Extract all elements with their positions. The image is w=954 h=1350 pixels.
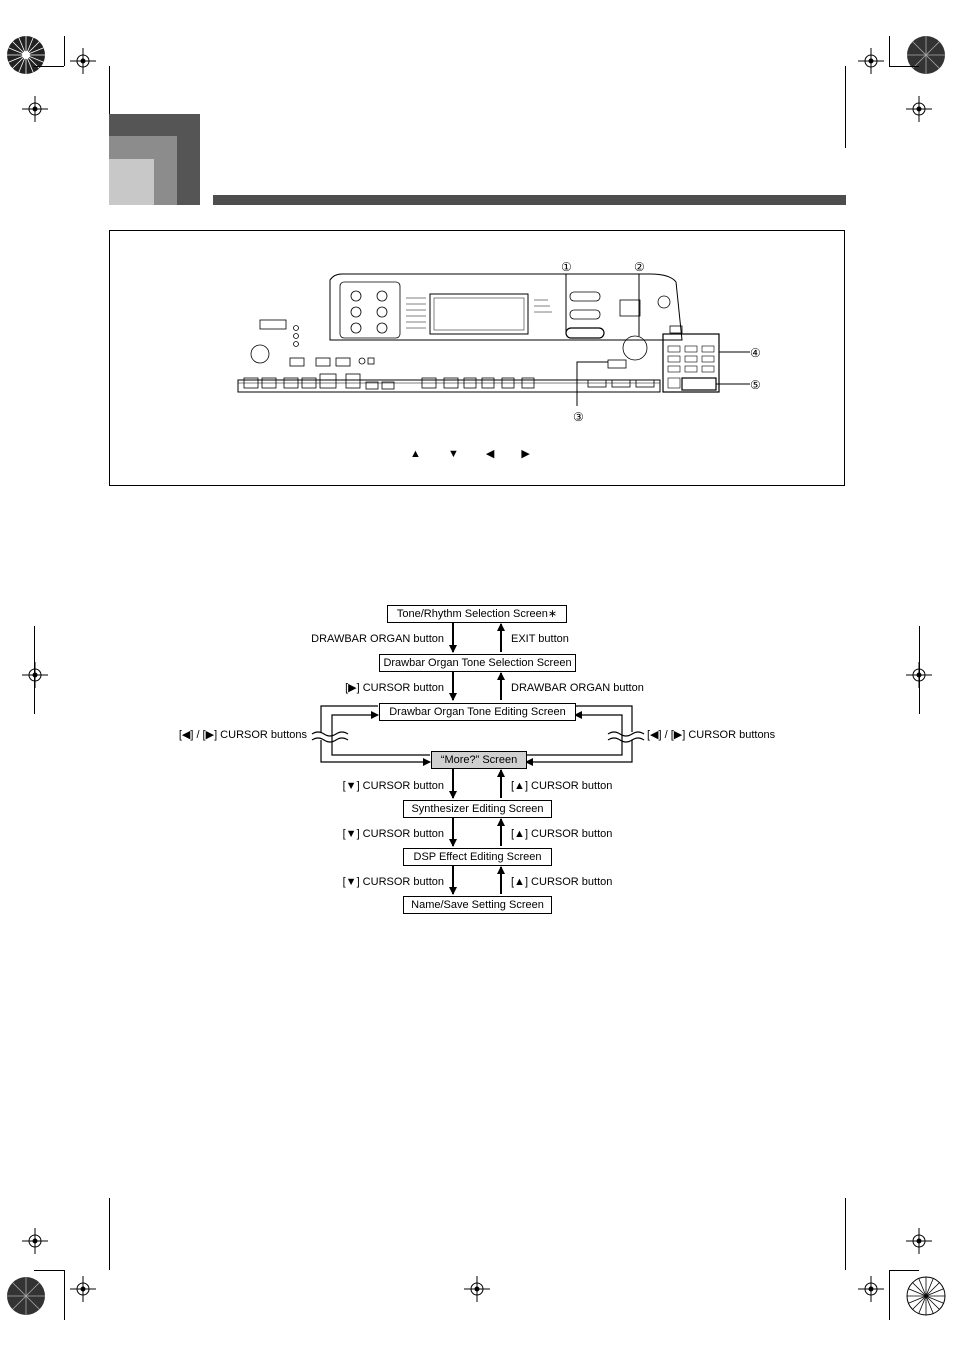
color-registration-rose-icon bbox=[906, 1276, 946, 1316]
crop-mark bbox=[889, 1270, 919, 1271]
synthesizer-editing-screen-box: Synthesizer Editing Screen bbox=[403, 800, 552, 818]
crosshair-registration-icon bbox=[22, 96, 48, 122]
callout-1: ① bbox=[561, 260, 572, 274]
down-cursor-button-label: [▼] CURSOR button bbox=[342, 828, 444, 840]
crop-mark bbox=[109, 1198, 110, 1270]
crosshair-registration-icon bbox=[906, 1228, 932, 1254]
callout-3: ③ bbox=[573, 410, 584, 424]
tone-rhythm-selection-screen-box: Tone/Rhythm Selection Screen∗ bbox=[387, 605, 567, 623]
crosshair-registration-icon bbox=[70, 48, 96, 74]
callout-5: ⑤ bbox=[750, 378, 761, 392]
drawbar-organ-button-label: DRAWBAR ORGAN button bbox=[311, 633, 444, 645]
color-registration-rose-icon bbox=[906, 35, 946, 75]
crosshair-registration-icon bbox=[464, 1276, 490, 1302]
crop-mark bbox=[34, 626, 35, 714]
dsp-effect-editing-screen-box: DSP Effect Editing Screen bbox=[403, 848, 552, 866]
up-cursor-button-label: [▲] CURSOR button bbox=[511, 828, 613, 840]
crop-mark bbox=[34, 1270, 64, 1271]
crop-mark bbox=[889, 1270, 890, 1320]
drawbar-organ-tone-editing-screen-box: Drawbar Organ Tone Editing Screen bbox=[379, 703, 576, 721]
title-rule-bar bbox=[213, 195, 846, 205]
name-save-setting-screen-box: Name/Save Setting Screen bbox=[403, 896, 552, 914]
keyboard-panel-illustration-frame bbox=[109, 230, 845, 486]
crop-mark bbox=[889, 36, 890, 66]
crosshair-registration-icon bbox=[906, 96, 932, 122]
color-registration-rose-icon bbox=[6, 1276, 46, 1316]
crop-mark bbox=[889, 66, 919, 67]
down-cursor-button-label: [▼] CURSOR button bbox=[342, 876, 444, 888]
callout-4: ④ bbox=[750, 346, 761, 360]
callout-2: ② bbox=[634, 260, 645, 274]
more-screen-box: “More?” Screen bbox=[431, 751, 527, 769]
crosshair-registration-icon bbox=[858, 48, 884, 74]
left-right-cursor-buttons-label: [◀] / [▶] CURSOR buttons bbox=[647, 729, 776, 741]
up-cursor-button-label: [▲] CURSOR button bbox=[511, 780, 613, 792]
cursor-arrow-icons: ▲ ▼ ◀ ▶ bbox=[410, 448, 542, 460]
drawbar-organ-tone-selection-screen-box: Drawbar Organ Tone Selection Screen bbox=[379, 654, 576, 672]
crop-mark bbox=[109, 66, 110, 148]
crop-mark bbox=[34, 66, 64, 67]
chapter-tab-graphic bbox=[109, 114, 200, 205]
keyboard-panel-illustration bbox=[237, 273, 750, 406]
drawbar-organ-button-label: DRAWBAR ORGAN button bbox=[511, 682, 644, 694]
crosshair-registration-icon bbox=[858, 1276, 884, 1302]
crop-mark bbox=[845, 66, 846, 148]
crosshair-registration-icon bbox=[22, 662, 48, 688]
crosshair-registration-icon bbox=[70, 1276, 96, 1302]
crosshair-registration-icon bbox=[22, 1228, 48, 1254]
crop-mark bbox=[919, 626, 920, 714]
down-cursor-button-label: [▼] CURSOR button bbox=[342, 780, 444, 792]
up-cursor-button-label: [▲] CURSOR button bbox=[511, 876, 613, 888]
crop-mark bbox=[845, 1198, 846, 1270]
crop-mark bbox=[64, 36, 65, 66]
exit-button-label: EXIT button bbox=[511, 633, 569, 645]
color-registration-rose-icon bbox=[6, 35, 46, 75]
crop-mark bbox=[64, 1270, 65, 1320]
left-right-cursor-buttons-label: [◀] / [▶] CURSOR buttons bbox=[178, 729, 307, 741]
right-cursor-button-label: [▶] CURSOR button bbox=[345, 682, 444, 694]
